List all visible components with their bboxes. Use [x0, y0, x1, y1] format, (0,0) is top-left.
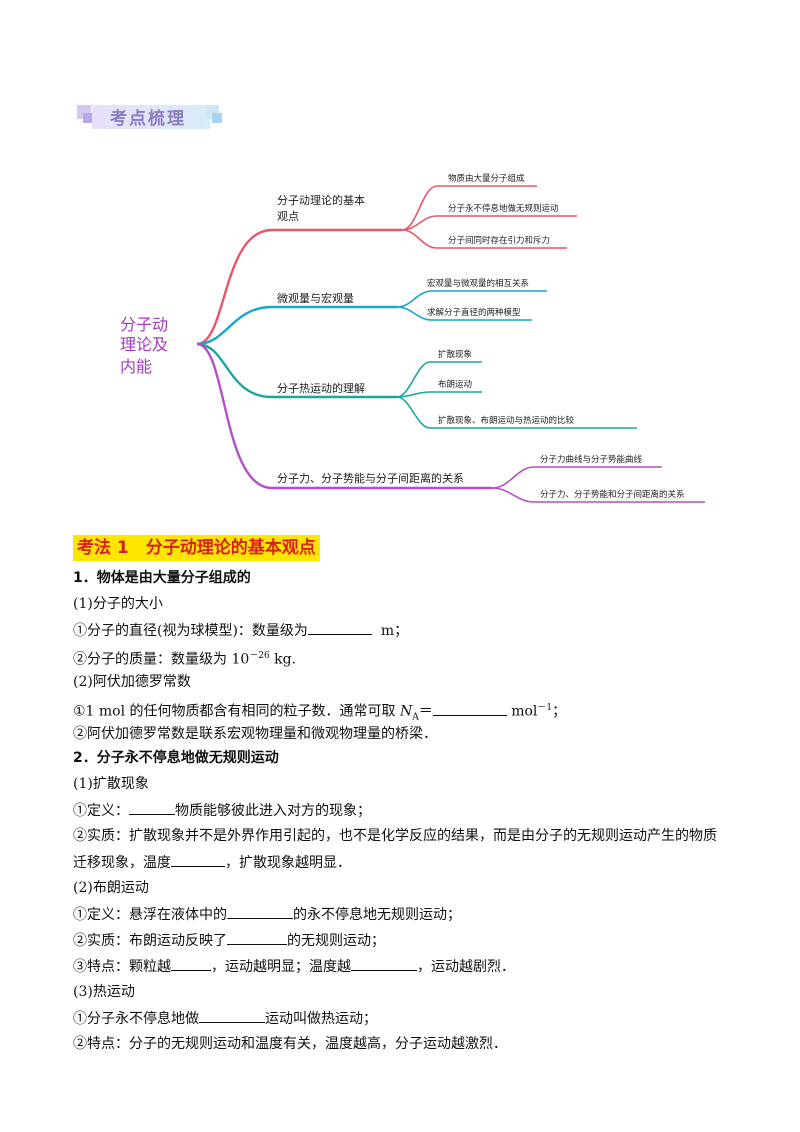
branch-connector	[196, 342, 397, 399]
subheading: (2)阿伏加德罗常数	[73, 674, 191, 690]
banner-bar	[92, 105, 210, 129]
leaf-connector	[396, 306, 532, 321]
leaf-connector	[401, 185, 537, 231]
paragraph: ②特点：分子的无规则运动和温度有关，温度越高，分子运动越激烈．	[73, 1036, 507, 1052]
paragraph: 迁移现象，温度，扩散现象越明显．	[73, 852, 351, 873]
branch-connector	[196, 342, 492, 490]
branch-label: 微观量与宏观量	[277, 291, 354, 305]
fill-blank	[432, 701, 507, 716]
leaf-label: 分子力曲线与分子势能曲线	[540, 454, 643, 465]
paragraph: ②实质：布朗运动反映了的无规则运动；	[73, 930, 385, 951]
leaf-connector	[401, 229, 567, 249]
banner-title: 考点梳理	[110, 109, 186, 129]
leaf-connector	[396, 290, 547, 308]
leaf-label: 物质由大量分子组成	[448, 173, 525, 184]
paragraph: ①分子永不停息地做运动叫做热运动；	[73, 1008, 377, 1029]
leaf-label: 分子间同时存在引力和斥力	[448, 235, 550, 246]
paragraph: ②阿伏加德罗常数是联系宏观物理量和微观物理量的桥梁．	[73, 726, 437, 742]
mind-map: 分子动 理论及 内能 分子动理论的基本 观点 物质由大量分子组成 分子永不停息地…	[72, 152, 732, 514]
subheading: (1)分子的大小	[73, 596, 163, 612]
leaf-label: 分子力、分子势能和分子间距离的关系	[540, 489, 685, 500]
leaf-label: 宏观量与微观量的相互关系	[427, 278, 529, 289]
leaf-connector	[396, 361, 482, 398]
fill-blank	[227, 930, 287, 945]
paragraph: ①定义：物质能够彼此进入对方的现象；	[73, 800, 371, 821]
banner-decoration	[83, 113, 93, 123]
leaf-label: 分子永不停息地做无规则运动	[448, 203, 559, 214]
paragraph: ②实质：扩散现象并不是外界作用引起的，也不是化学反应的结果，而是由分子的无规则运…	[73, 828, 717, 844]
leaf-connector	[396, 391, 482, 398]
fill-blank	[171, 956, 211, 971]
heading-item-2: 2．分子永不停息地做无规则运动	[73, 750, 279, 766]
heading-item-1: 1．物体是由大量分子组成的	[73, 570, 251, 586]
fill-blank	[227, 904, 293, 919]
branch-label: 分子热运动的理解	[277, 381, 365, 395]
paragraph: ①定义：悬浮在液体中的的永不停息地无规则运动；	[73, 904, 461, 925]
subheading: (2)布朗运动	[73, 880, 149, 896]
branch-connector	[196, 305, 397, 346]
fill-blank	[171, 852, 225, 867]
paragraph: ②分子的质量：数量级为 10－26 kg.	[73, 651, 297, 668]
paragraph: ①分子的直径(视为球模型)：数量级为 m；	[73, 620, 408, 641]
leaf-label: 扩散现象	[438, 349, 473, 360]
leaf-label: 扩散现象、布朗运动与热运动的比较	[438, 415, 575, 426]
leaf-connector	[401, 215, 577, 231]
branch-label: 分子动理论的基本 观点	[277, 193, 369, 223]
branch-connector	[196, 228, 402, 346]
fill-blank	[199, 1008, 265, 1023]
mind-map-root: 分子动 理论及 内能	[120, 315, 173, 376]
fill-blank	[307, 620, 372, 635]
section-heading: 考法 1 分子动理论的基本观点	[73, 535, 320, 561]
leaf-label: 求解分子直径的两种模型	[427, 307, 521, 318]
paragraph: ①1 mol 的任何物质都含有相同的粒子数．通常可取 NA＝ mol－1；	[73, 698, 566, 727]
subheading: (1)扩散现象	[73, 776, 149, 792]
paragraph: ③特点：颗粒越，运动越明显；温度越，运动越剧烈．	[73, 956, 515, 977]
fill-blank	[129, 800, 175, 815]
subheading: (3)热运动	[73, 984, 135, 1000]
branch-label: 分子力、分子势能与分子间距离的关系	[277, 471, 464, 485]
leaf-connector	[491, 466, 662, 489]
banner-decoration	[212, 113, 222, 123]
leaf-connector	[396, 396, 637, 429]
leaf-label: 布朗运动	[438, 379, 473, 390]
fill-blank	[351, 956, 417, 971]
leaf-connector	[491, 487, 705, 503]
